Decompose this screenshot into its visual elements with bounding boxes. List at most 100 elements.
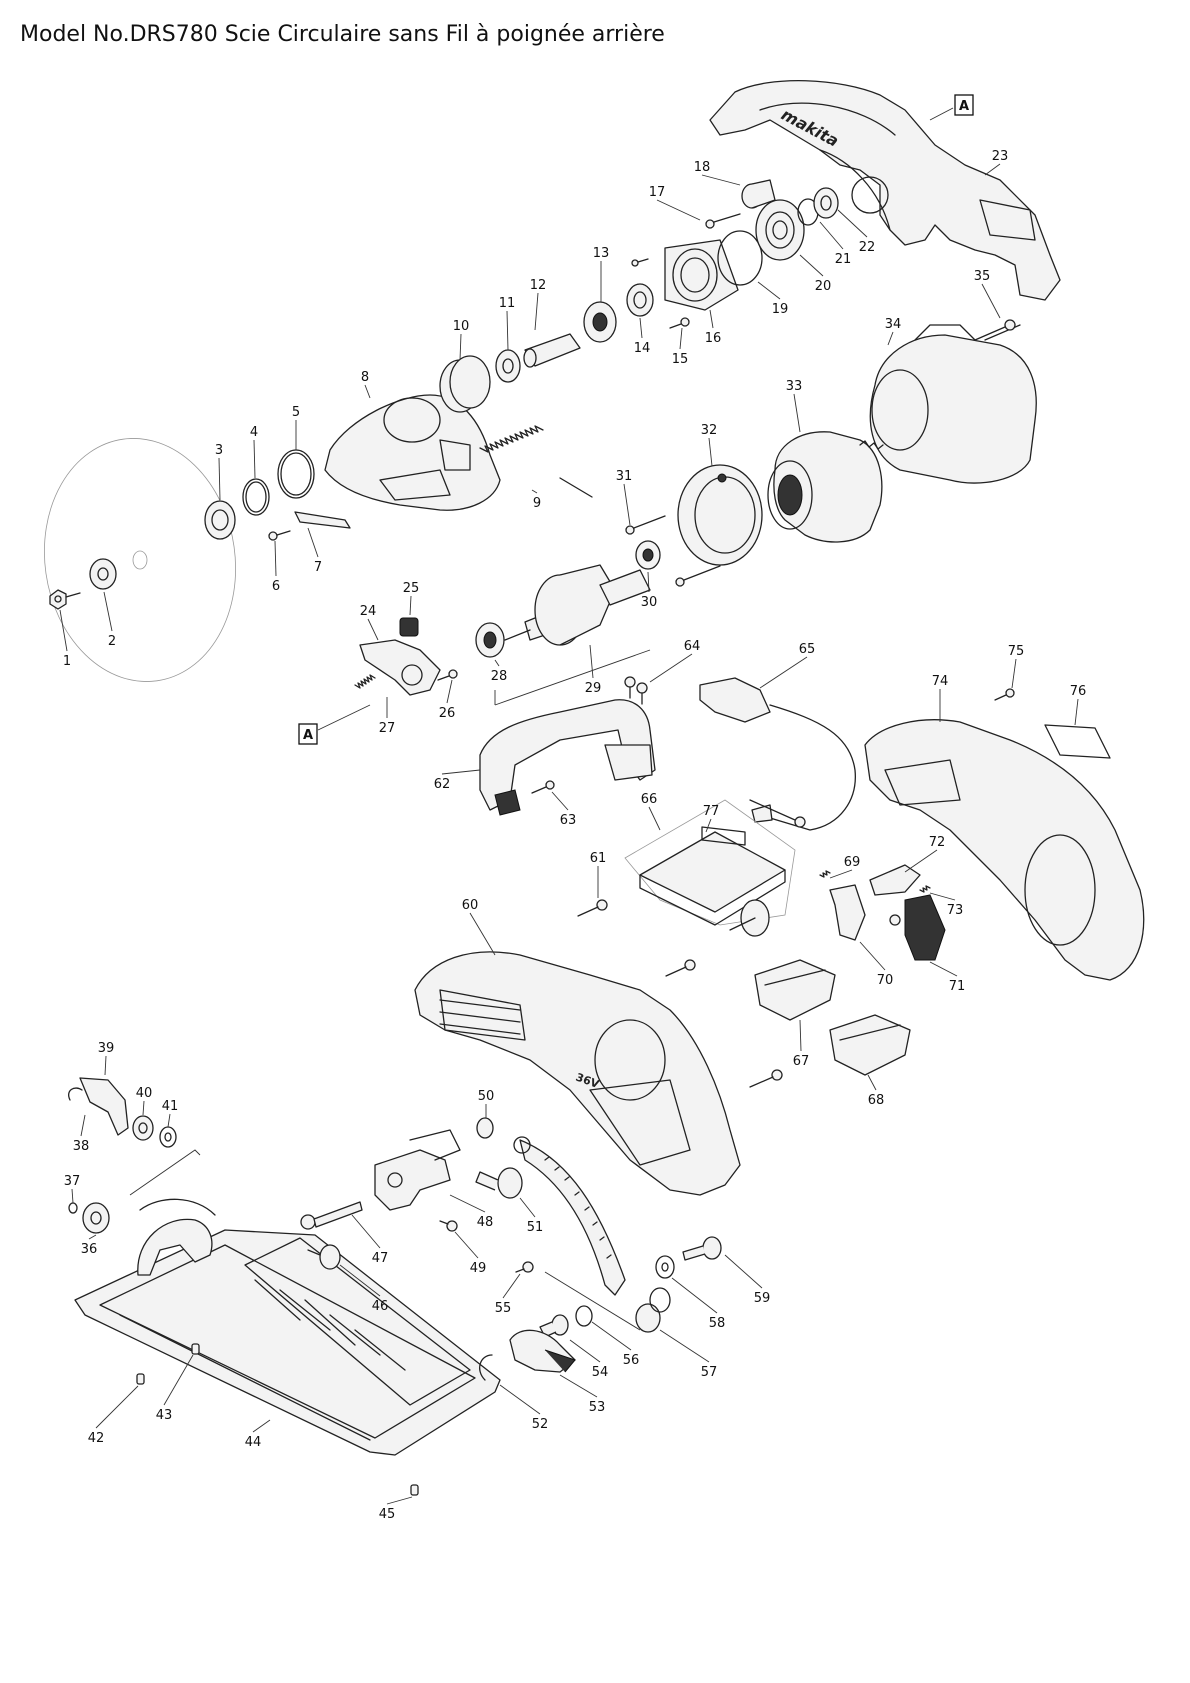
part-label-64: 64 [684, 639, 701, 654]
part-label-13: 13 [593, 246, 610, 261]
part-label-1: 1 [63, 654, 71, 669]
bearing-30 [635, 540, 661, 570]
shaft-lock [359, 639, 441, 696]
outer-flange [89, 558, 117, 590]
part-label-47: 47 [372, 1251, 389, 1266]
part-label-66: 66 [641, 792, 658, 807]
lock-button-25 [399, 617, 419, 637]
part-label-44: 44 [245, 1435, 262, 1450]
part-label-72: 72 [929, 835, 946, 850]
leader-line-57 [659, 1329, 710, 1363]
ring-14 [626, 283, 654, 317]
leader-line-9 [531, 489, 538, 494]
leader-line-64 [649, 653, 693, 683]
part-label-8: 8 [361, 370, 369, 385]
part-label-65: 65 [799, 642, 816, 657]
part-label-51: 51 [527, 1220, 544, 1235]
leader-line-60 [469, 912, 496, 956]
nut-50 [476, 1117, 494, 1139]
leader-line-39 [104, 1055, 107, 1076]
bearing-28 [475, 622, 505, 658]
switch-lever-70 [829, 884, 866, 941]
spring-73 [919, 885, 931, 893]
leader-line-30 [647, 571, 650, 593]
retaining-ring [242, 478, 270, 516]
part-label-21: 21 [835, 252, 852, 267]
screw-63 [531, 780, 555, 794]
motor-housing-left: 36V [414, 951, 741, 1196]
screw-55 [515, 1261, 534, 1273]
part-label-50: 50 [478, 1089, 495, 1104]
washer-58 [655, 1255, 675, 1279]
part-label-35: 35 [974, 269, 991, 284]
part-label-76: 76 [1070, 684, 1087, 699]
fan-baffle [677, 464, 763, 566]
leader-line-10 [459, 333, 462, 361]
leader-line-21 [819, 221, 844, 250]
leader-line-67 [799, 1019, 802, 1052]
part-label-45: 45 [379, 1507, 396, 1522]
part-label-73: 73 [947, 903, 964, 918]
leader-line-54 [569, 1339, 601, 1363]
leader-line-75 [1011, 658, 1017, 689]
leader-line-73 [929, 892, 956, 901]
leader-line-43 [163, 1354, 194, 1406]
bearing-22 [813, 187, 839, 219]
part-label-10: 10 [453, 319, 470, 334]
leader-line-52 [499, 1384, 541, 1415]
motor-housing [869, 324, 1037, 484]
screw-lower [675, 565, 721, 587]
helical-gear-20 [755, 199, 805, 261]
leader-line-38 [80, 1114, 86, 1137]
part-label-11: 11 [499, 296, 516, 311]
part-label-67: 67 [793, 1054, 810, 1069]
ring-37 [68, 1202, 78, 1214]
part-label-12: 12 [530, 278, 547, 293]
leader-line-32 [708, 437, 713, 467]
leader-line-45 [386, 1496, 413, 1505]
lower-guard [324, 394, 501, 511]
part-label-39: 39 [98, 1041, 115, 1056]
screw-35 [974, 319, 1016, 341]
part-label-37: 37 [64, 1174, 81, 1189]
reference-mark-a-bottom-label: A [303, 728, 313, 743]
leader-line-77 [705, 818, 712, 833]
leader-line-48 [449, 1194, 486, 1213]
part-labels: 1234567891011121314151617181920212223242… [59, 149, 1087, 1522]
spindle-12 [523, 333, 581, 368]
part-label-40: 40 [136, 1086, 153, 1101]
part-label-60: 60 [462, 898, 479, 913]
part-label-30: 30 [641, 595, 658, 610]
part-label-6: 6 [272, 579, 280, 594]
inner-flange [204, 500, 236, 540]
leader-line-46 [339, 1264, 381, 1297]
screw-49 [439, 1220, 458, 1232]
leader-line-33 [793, 393, 801, 433]
leader-line-58 [671, 1277, 718, 1314]
part-label-74: 74 [932, 674, 949, 689]
leader-line-31 [623, 483, 631, 526]
leader-line-22 [837, 209, 868, 238]
leader-line-12 [534, 292, 539, 331]
part-label-2: 2 [108, 634, 116, 649]
page-title: Model No.DRS780 Scie Circulaire sans Fil… [20, 22, 665, 47]
bolt-59 [682, 1236, 722, 1261]
leader-line-25 [409, 595, 412, 616]
spacer-11 [495, 349, 521, 383]
leader-line-56 [591, 1321, 632, 1351]
leader-line-51 [519, 1197, 536, 1218]
part-label-46: 46 [372, 1299, 389, 1314]
part-label-42: 42 [88, 1431, 105, 1446]
leader-line-42 [95, 1385, 139, 1429]
bearing-box-16 [631, 239, 739, 311]
part-label-19: 19 [772, 302, 789, 317]
lever-39 [68, 1077, 129, 1136]
part-label-71: 71 [949, 979, 966, 994]
switch-71 [889, 894, 946, 961]
bolt-47 [300, 1201, 363, 1230]
screw-26 [437, 669, 458, 681]
screw-60-mid [665, 959, 696, 977]
part-label-56: 56 [623, 1353, 640, 1368]
washer-41 [159, 1126, 177, 1148]
leader-line-68 [867, 1074, 877, 1091]
